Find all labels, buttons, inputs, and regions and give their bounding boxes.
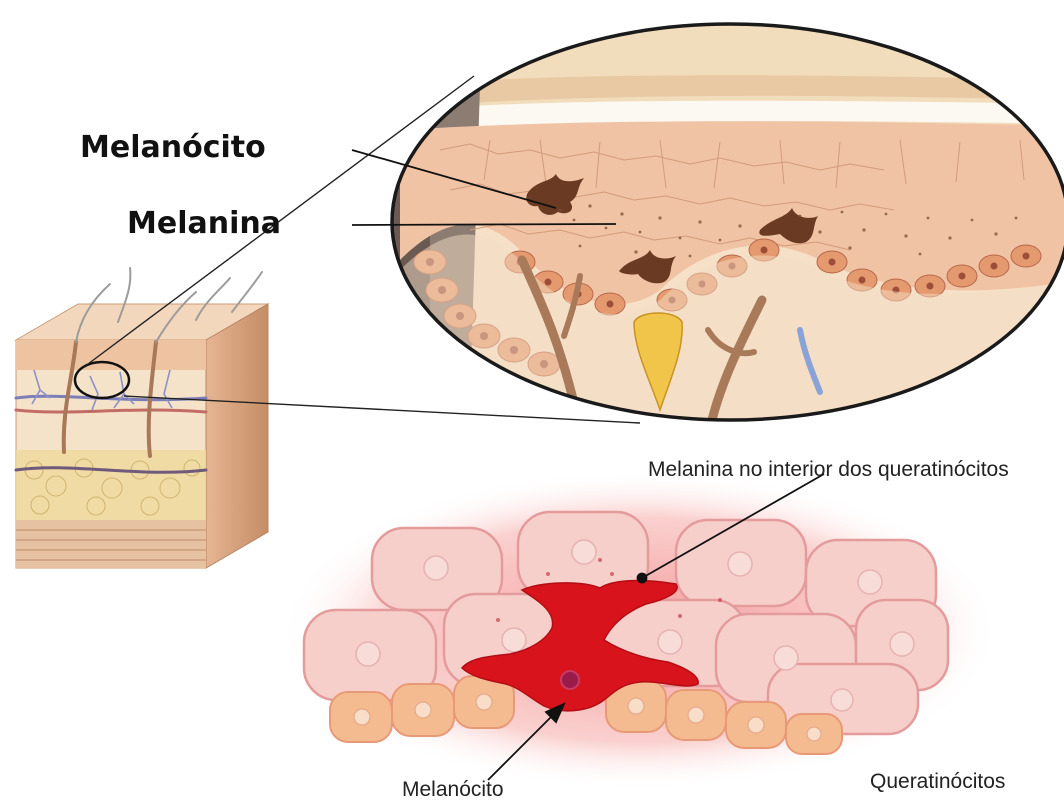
label-melanina-top: Melanina — [127, 206, 281, 241]
magnified-epidermis — [380, 20, 1064, 440]
label-melanocito-bottom: Melanócito — [402, 778, 504, 802]
label-queratinocitos: Queratinócitos — [870, 770, 1005, 794]
label-melanocito-top: Melanócito — [80, 130, 266, 165]
label-melanina-interior: Melanina no interior dos queratinócitos — [648, 458, 1009, 482]
melanocyte-nucleus — [561, 671, 579, 689]
skin-block — [16, 268, 268, 568]
melanocyte-closeup — [280, 470, 1000, 790]
